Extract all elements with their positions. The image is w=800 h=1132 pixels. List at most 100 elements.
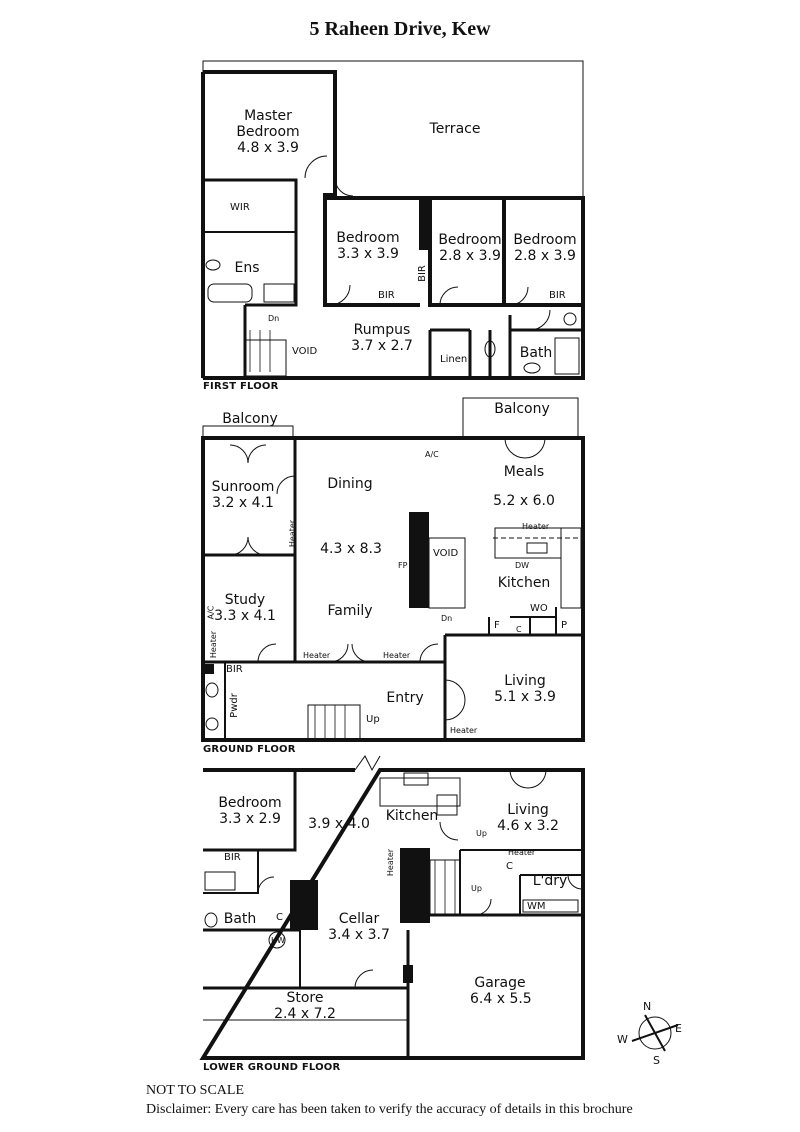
rumpus-label: Rumpus 3.7 x 2.7 [340,322,424,354]
entry-label: Entry [386,690,424,706]
wo-label: WO [530,603,548,614]
wm-bench [522,899,579,913]
lower-up-1-label: Up [476,829,487,838]
master-bedroom-name-2: Bedroom [236,124,300,140]
lower-living-label: Living 4.6 x 3.2 [490,802,566,834]
lower-floor-outer-walls [199,768,585,1060]
meals-dims: 5.2 x 6.0 [493,493,555,509]
ensuite-shower [263,283,295,303]
bir-3-label: BIR [549,290,566,301]
compass-west: W [617,1033,628,1046]
store-name: Store [286,990,324,1006]
balcony-door-swing [229,444,249,464]
study-heater-label: Heater [209,630,219,659]
master-door-swing [304,155,328,179]
lower-c-1-label: C [506,861,513,872]
sunroom-dims: 3.2 x 4.1 [212,495,274,511]
first-void-label: VOID [292,346,318,357]
kitchen-sink [526,542,548,554]
plan-title: 5 Raheen Drive, Kew [309,18,491,40]
pantry-walls [488,607,557,635]
ground-void-label: VOID [433,548,459,559]
hw-unit [268,931,286,949]
store-dims: 2.4 x 7.2 [274,1006,336,1022]
bedroom-1-name: Bedroom [336,230,400,246]
dining-label: Dining [327,476,373,492]
garage-label: Garage 6.4 x 5.5 [470,975,532,1007]
master-bedroom-name: Master [244,108,292,124]
lower-living-name: Living [507,802,549,818]
lower-living-dims: 4.6 x 3.2 [497,818,559,834]
ensuite-toilet [205,259,221,271]
bedroom-3-walls [502,198,583,307]
dw-label: DW [515,561,530,570]
ac-top-label: A/C [425,450,439,459]
bedroom-2-name: Bedroom [438,232,502,248]
bir-1-label: BIR [378,290,395,301]
bedroom-3-label: Bedroom 2.8 x 3.9 [507,232,583,264]
store-label: Store 2.4 x 7.2 [270,990,340,1022]
compass-north: N [643,1000,652,1013]
lower-bedroom-dims: 3.3 x 2.9 [219,811,281,827]
lower-up-2-label: Up [471,884,482,893]
compass-ring [638,1016,672,1050]
ground-void [428,537,466,609]
pantry-c-label: C [516,625,522,634]
study-name: Study [224,592,266,608]
first-dn-label: Dn [268,314,280,323]
entry-stair [307,704,361,740]
bedroom-3-name: Bedroom [513,232,577,248]
compass-south: S [653,1054,660,1067]
lower-bath-label: Bath [223,911,257,927]
fp-label: FP [398,561,408,570]
terrace-label: Terrace [429,121,481,137]
pwdr-label: Pwdr [228,693,240,718]
linen-label: Linen [440,354,468,365]
ground-bir-label: BIR [226,664,243,675]
garage-name: Garage [474,975,526,991]
linen-walls [428,328,472,378]
living-name: Living [504,673,546,689]
cellar-name: Cellar [338,911,380,927]
family-label: Family [327,603,373,619]
lower-c-2-label: C [276,912,283,923]
lower-bedroom-name: Bedroom [218,795,282,811]
kitchen-label: Kitchen [497,575,551,591]
fridge-label: F [494,620,500,631]
bedroom-1-walls [323,178,420,307]
lower-heater-right-label: Heater [508,848,536,857]
bedroom-1-label: Bedroom 3.3 x 3.9 [330,230,406,262]
first-bath-label: Bath [519,345,553,361]
wm-label: WM [527,901,546,912]
pwdr-toilet [205,717,219,731]
study-label: Study 3.3 x 4.1 [210,592,280,624]
ground-dn-label: Dn [441,614,453,623]
bath-walls [488,315,583,378]
sunroom-label: Sunroom 3.2 x 4.1 [208,479,278,511]
bath-basin-2 [523,362,541,374]
wir-label: WIR [230,202,250,213]
master-bedroom-walls [203,70,337,178]
lower-sink [403,772,429,786]
kitchen-heater-label: Heater [522,522,550,531]
first-floor-label: FIRST FLOOR [203,381,279,392]
living-dims: 5.1 x 3.9 [494,689,556,705]
lower-bedroom-label: Bedroom 3.3 x 2.9 [212,795,288,827]
lower-kitchen-bench [379,777,461,807]
pantry-p-label: P [561,620,568,631]
bath-basin [484,340,496,358]
bath-toilet [563,312,577,326]
ground-floor-label: GROUND FLOOR [203,744,296,755]
cellar-wall-solid [400,848,430,923]
rumpus-name: Rumpus [353,322,411,338]
ensuite-label: Ens [234,260,260,276]
garage-dims: 6.4 x 5.5 [470,991,532,1007]
study-dims: 3.3 x 4.1 [214,608,276,624]
master-bedroom-label: Master Bedroom 4.8 x 3.9 [228,108,308,156]
family-heater-1-label: Heater [303,651,331,660]
bedroom-2-walls [428,198,510,307]
laundry-label: L'dry [532,873,568,889]
entry-door-mark [354,755,381,772]
meals-name: Meals [503,464,545,480]
